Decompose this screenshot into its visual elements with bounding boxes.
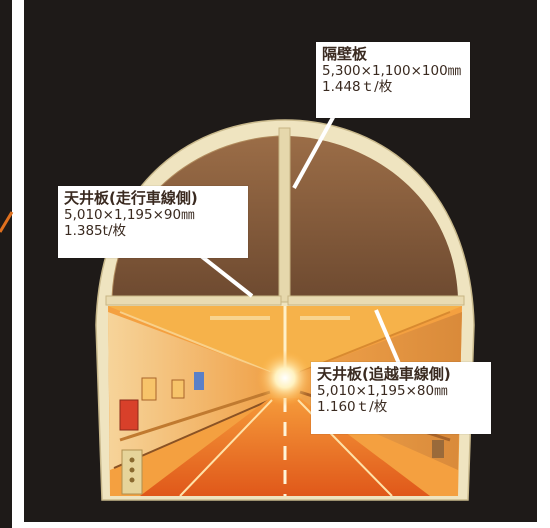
leader-line-partition bbox=[292, 111, 338, 189]
callout-title: 天井板(追越車線側) bbox=[317, 365, 451, 383]
emergency-box bbox=[119, 399, 139, 431]
tunnel-end-light bbox=[257, 350, 313, 406]
wall-sign-1 bbox=[141, 377, 157, 401]
callout-weight: 1.385t/枚 bbox=[64, 222, 126, 239]
leader-line-right bbox=[374, 309, 402, 367]
callout-weight: 1.448ｔ/枚 bbox=[322, 78, 393, 95]
callout-weight: 1.160ｔ/枚 bbox=[317, 398, 388, 415]
partition-wall bbox=[278, 127, 291, 303]
callout-dimensions: 5,010×1,195×90㎜ bbox=[64, 206, 195, 223]
right-border bbox=[537, 0, 550, 528]
blue-sign bbox=[194, 372, 204, 390]
leader-line-left bbox=[194, 250, 254, 298]
callout-dimensions: 5,300×1,100×100㎜ bbox=[322, 62, 462, 79]
callout-partition-wall: 隔壁板 5,300×1,100×100㎜ 1.448ｔ/枚 bbox=[316, 42, 470, 118]
callout-title: 隔壁板 bbox=[322, 45, 368, 63]
callout-ceiling-right: 天井板(追越車線側) 5,010×1,195×80㎜ 1.160ｔ/枚 bbox=[311, 362, 491, 434]
wall-box-right bbox=[432, 440, 444, 458]
callout-title: 天井板(走行車線側) bbox=[64, 189, 198, 207]
left-dark-panel bbox=[0, 0, 12, 528]
ceiling-slab-right bbox=[287, 295, 465, 306]
wall-sign-2 bbox=[171, 379, 185, 399]
ceiling-slab-left bbox=[105, 295, 282, 306]
callout-dimensions: 5,010×1,195×80㎜ bbox=[317, 382, 448, 399]
orange-arc-fragment bbox=[0, 211, 14, 233]
callout-ceiling-left: 天井板(走行車線側) 5,010×1,195×90㎜ 1.385t/枚 bbox=[58, 186, 248, 258]
